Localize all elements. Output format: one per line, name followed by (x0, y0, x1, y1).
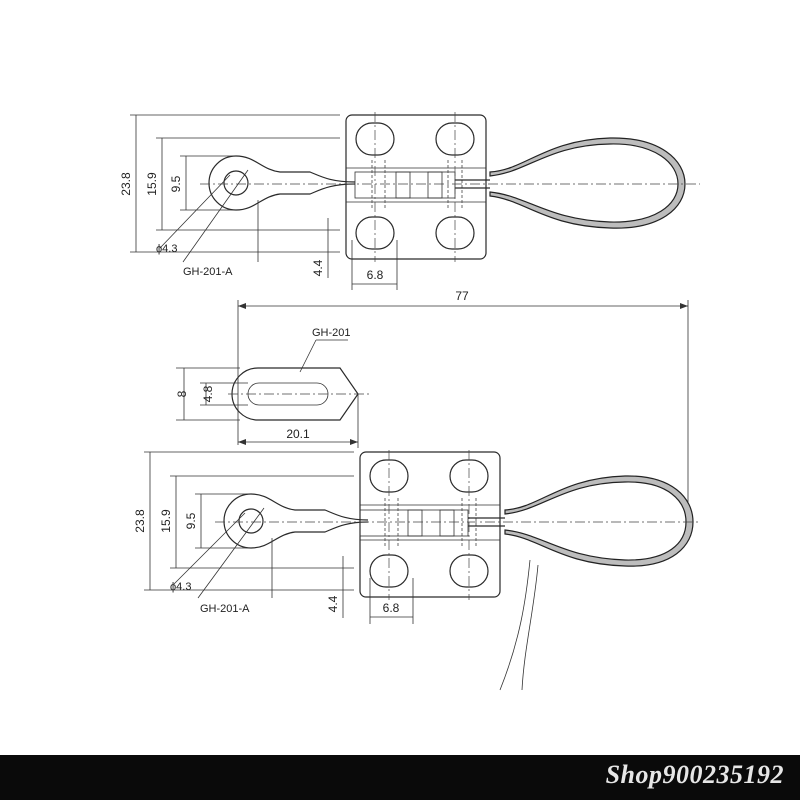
bottom-dim-hole-spacing: 15.9 (159, 509, 173, 533)
top-dim-hole-spacing: 15.9 (145, 172, 159, 196)
top-dim-hole-dia: ϕ4.3 (156, 243, 177, 255)
bottom-clamp-view: 23.8 15.9 9.5 ϕ4.3 GH-201-A 4.4 6.8 (133, 450, 700, 691)
bottom-part-label: GH-201-A (200, 603, 250, 615)
top-dim-slot-width: 6.8 (367, 268, 384, 282)
top-dim-eye-width: 9.5 (169, 175, 183, 192)
spindle-part-label: GH-201 (312, 327, 351, 339)
overall-length-dimension: 77 (237, 289, 689, 505)
spindle-dim-slot: 4.8 (201, 385, 215, 402)
top-part-label: GH-201-A (183, 266, 233, 278)
watermark-text: Shop900235192 (605, 760, 784, 789)
top-dim-height-overall: 23.8 (119, 172, 133, 196)
watermark-bar (0, 755, 800, 800)
spindle-view: GH-201 8 4.8 20.1 (175, 327, 370, 448)
spindle-dim-length: 20.1 (286, 427, 310, 441)
bottom-dim-offset: 4.4 (326, 595, 340, 612)
dim-overall-length: 77 (455, 289, 469, 303)
bottom-dim-hole-dia: ϕ4.3 (170, 581, 191, 593)
top-clamp-view: 23.8 15.9 9.5 ϕ4.3 GH-201-A 4.4 6.8 (119, 112, 700, 290)
top-dim-offset: 4.4 (311, 259, 325, 276)
bottom-dim-eye-width: 9.5 (184, 512, 198, 529)
spindle-dim-width: 8 (175, 390, 189, 397)
bottom-dim-height-overall: 23.8 (133, 509, 147, 533)
bottom-dim-slot-width: 6.8 (383, 601, 400, 615)
